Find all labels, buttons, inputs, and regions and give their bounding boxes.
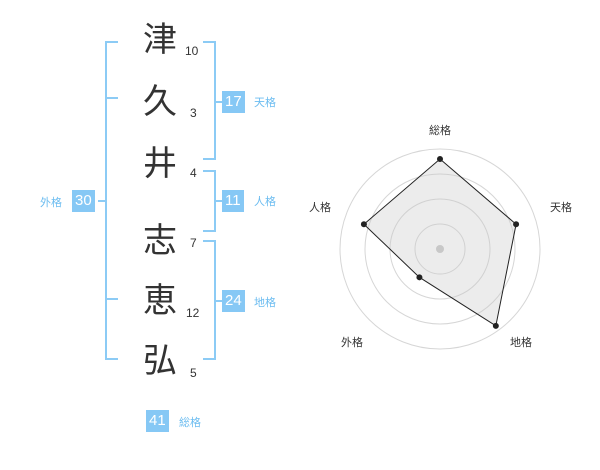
gaikaku-label: 外格 — [40, 196, 62, 209]
soukaku-value: 41 — [146, 410, 169, 432]
given-char-2: 恵 — [143, 281, 177, 321]
radar-area — [363, 158, 517, 327]
radar-ring-3 — [364, 173, 516, 325]
soukaku-label: 総格 — [179, 416, 201, 429]
surname-strokes-2: 3 — [190, 106, 197, 120]
radar-label-gaikaku: 外格 — [341, 336, 363, 349]
radar-center — [436, 245, 444, 253]
tenkaku-bracket — [203, 41, 216, 160]
tenkaku-label: 天格 — [254, 96, 276, 109]
tenkaku-value: 17 — [222, 91, 245, 113]
radar-point-4 — [360, 221, 367, 228]
radar-ring-1 — [414, 223, 466, 275]
gaikaku-value: 30 — [72, 190, 95, 212]
radar-point-1 — [513, 221, 520, 228]
chikaku-label: 地格 — [254, 296, 276, 309]
surname-strokes-1: 10 — [185, 44, 199, 58]
surname-char-3: 井 — [143, 144, 177, 184]
radar-point-2 — [492, 322, 499, 329]
radar-label-tenkaku: 天格 — [550, 201, 572, 214]
given-strokes-3: 5 — [190, 366, 197, 380]
surname-char-1: 津 — [143, 20, 177, 60]
jinkaku-value: 11 — [222, 190, 244, 212]
given-char-1: 志 — [143, 221, 177, 261]
given-strokes-1: 7 — [190, 236, 197, 250]
given-strokes-2: 12 — [186, 306, 200, 320]
chikaku-value: 24 — [222, 290, 245, 312]
radar-label-soukaku: 総格 — [429, 124, 451, 137]
radar-point-0 — [437, 156, 443, 162]
surname-char-2: 久 — [143, 82, 177, 122]
surname-strokes-3: 4 — [190, 166, 197, 180]
radar-point-3 — [416, 274, 423, 281]
radar-ring-4 — [339, 148, 541, 350]
jinkaku-label: 人格 — [254, 195, 276, 208]
radar-label-jinkaku: 人格 — [309, 201, 331, 214]
radar-label-chikaku: 地格 — [510, 336, 532, 349]
given-char-3: 弘 — [143, 341, 177, 381]
